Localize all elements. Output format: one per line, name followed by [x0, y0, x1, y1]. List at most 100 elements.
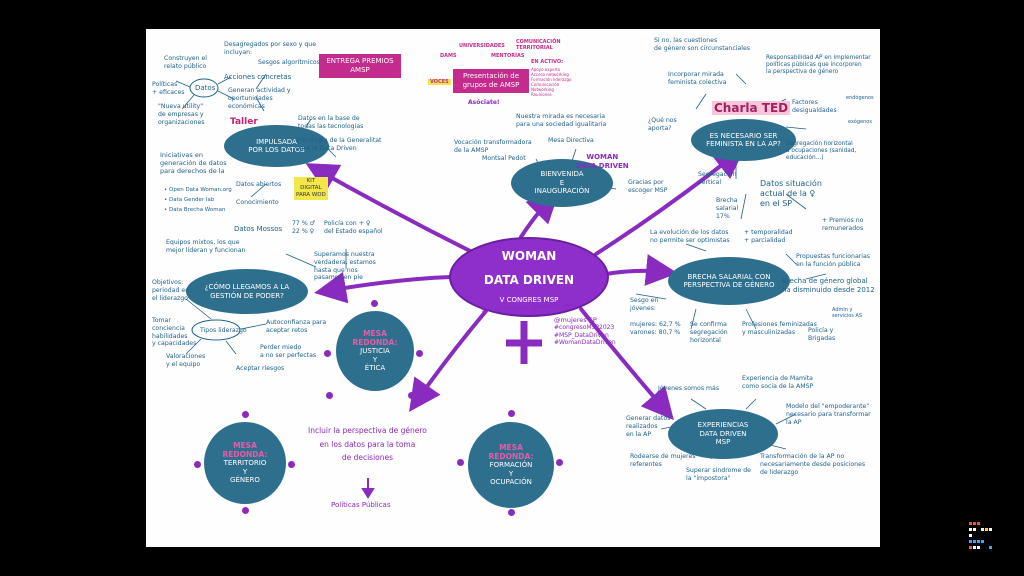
text-montsal: Montsal Pedot: [482, 155, 526, 162]
kit-tag: KIT DIGITAL PARA WDD: [294, 177, 328, 200]
venus-dot: [556, 459, 563, 466]
mesa-territorio-head: MESA REDONDA:: [222, 441, 268, 460]
text-brecha-global: Brecha de género global ha disminuido de…: [782, 277, 875, 294]
venus-dot: [242, 411, 249, 418]
channel-logo: [967, 520, 1001, 556]
mesa-formacion-head: MESA REDONDA:: [488, 443, 534, 462]
node-brecha: BRECHA SALARIAL CON PERSPECTIVA DE GÉNER…: [668, 257, 790, 305]
venus-dot: [242, 507, 249, 514]
hashtag-list: @mujeres SP #congresoMSP2023 #MSP_DataDr…: [554, 316, 616, 347]
text-jovenes: Jóvenes somos más: [658, 385, 720, 392]
text-policia-brig: Policía y Brigadas: [808, 327, 836, 342]
venus-dot: [326, 392, 333, 399]
text-perder: Perder miedo a no ser perfectas: [260, 344, 317, 359]
text-si-no: Si no, las cuestiones de género son circ…: [654, 37, 751, 52]
text-experiencia: Experiencia de Mamita como socia de la A…: [742, 375, 814, 390]
text-mirada: Nuestra mirada es necesaria para una soc…: [516, 113, 607, 128]
mesa-territorio: MESA REDONDA:TERRITORIO Y GÉNERO: [204, 422, 286, 504]
node-experiencias: EXPERIENCIAS DATA DRIVEN MSP: [668, 409, 778, 459]
venus-dot: [508, 410, 515, 417]
text-propuestas: Propuestas funcionarias en la función pú…: [796, 253, 871, 268]
center-title-line2: DATA DRIVEN: [483, 272, 575, 287]
hashtag-2: #congresoMSP2023: [554, 324, 615, 332]
mind-map-board: WOMAN DATA DRIVEN V CONGRES MSP 9 de mar…: [146, 29, 880, 547]
text-mossos-vals: 77 % ♂ 22 % ♀: [292, 220, 316, 235]
node-impulsada: IMPULSADA POR LOS DATOS: [224, 125, 329, 167]
center-title-line1: WOMAN: [501, 249, 557, 264]
text-init2: Data Gender lab: [164, 197, 214, 204]
text-incluir: Incluir la perspectiva de género en los …: [308, 426, 427, 462]
text-profesiones: Profesiones feminizadas y masculinizadas: [742, 321, 817, 336]
text-exogenos: exógenos: [848, 119, 872, 125]
text-endogenos: endógenos: [846, 95, 874, 101]
text-sesgo-joven: Sesgo en jóvenes:: [630, 297, 659, 312]
text-iniciativas: Iniciativas en generación de datos para …: [160, 151, 227, 176]
mesa-justicia: MESA REDONDA:JUSTICIA Y ÉTICA: [336, 311, 414, 391]
text-datos-base: Datos en la base de todas las tecnología…: [298, 115, 364, 130]
text-temporalidad: + temporalidad + parcialidad: [744, 229, 793, 244]
center-node: WOMAN DATA DRIVEN V CONGRES MSP: [449, 237, 609, 317]
taller-tag: Taller: [230, 117, 258, 127]
wdd-tag: WOMAN DATA DRIVEN: [576, 153, 629, 170]
presentacion-box: Presentación de grupos de AMSP: [453, 69, 529, 94]
text-policia: Policía con + ♀ del Estado español: [324, 220, 383, 235]
text-vocacion: Vocación transformadora de la AMSP: [454, 139, 532, 154]
text-tomar: Tomar conciencia habilidades y capacidad…: [152, 317, 197, 348]
text-se-confirma: Se confirma segregación horizontal: [690, 321, 728, 344]
venus-dot: [416, 350, 423, 357]
text-situacion: Datos situación actual de la ♀ en el SP: [760, 179, 822, 208]
text-politicas: Políticas + eficaces: [152, 81, 185, 96]
label-universidades: UNIVERSIDADES: [459, 43, 505, 49]
text-abiertos: Datos abiertos: [236, 181, 282, 188]
text-superar: Superar síndrome de la "impostora": [686, 467, 751, 482]
mesa-formacion-body: FORMACIÓN Y OCUPACIÓN: [489, 461, 533, 487]
text-generar: Generar datos realizados en la AP: [626, 415, 671, 438]
text-sesgos: Sesgos algorítmicos: [258, 59, 320, 66]
text-premios-remun: + Premios no remunerados: [822, 217, 864, 232]
label-activo-list: Apoyo experto Acceso networking Formació…: [531, 67, 572, 97]
text-desagregados: Desagregados por sexo y que incluyan:: [224, 41, 317, 56]
text-que-nos: ¿Qué nos aporta?: [648, 117, 677, 132]
text-init1: Open Data Woman.org: [164, 187, 232, 194]
venus-dot: [194, 461, 201, 468]
text-datos-mossos: Datos Mossos: [234, 225, 283, 233]
venus-dot: [324, 350, 331, 357]
text-superamos: Superamos nuestra verdadera, estamos has…: [314, 251, 376, 282]
mesa-territorio-body: TERRITORIO Y GÉNERO: [223, 459, 267, 485]
label-mentorias: MENTORÍAS: [491, 53, 525, 59]
text-acciones: Acciones concretas: [224, 73, 292, 81]
hashtag-3: #MSP_DataDriven: [554, 331, 609, 339]
text-conocimiento: Conocimiento: [236, 199, 279, 206]
charla-ted-tag: Charla TED: [712, 101, 791, 115]
text-incorporar: Incorporar mirada feminista colectiva: [668, 71, 727, 86]
text-autoconfianza: Autoconfianza para aceptar retos: [266, 319, 327, 334]
text-valoraciones: Valoraciones y el equipo: [166, 353, 206, 368]
venus-dot: [408, 392, 415, 399]
venus-dot: [457, 459, 464, 466]
text-segregacion-h: Segregación horizontal a ocupaciones (sa…: [786, 141, 857, 162]
premios-box: ENTREGA PREMIOS AMSP: [319, 54, 401, 79]
label-asociate: Asóciate!: [468, 99, 500, 106]
hashtag-4: #WomanDataDriven: [554, 339, 616, 347]
text-generan: Generan actividad y oportunidades económ…: [228, 87, 291, 110]
center-subtitle: V CONGRES MSP: [499, 296, 559, 305]
text-aceptar: Aceptar riesgos: [236, 365, 285, 372]
label-voces: VOCES: [428, 79, 451, 86]
text-responsabilidad: Responsabilidad AP en implementar políti…: [766, 55, 871, 76]
text-brecha-sal: Brecha salarial 17%: [716, 197, 739, 220]
text-modelo: Modelo del "empoderante" necesario para …: [786, 403, 871, 426]
text-equipos: Equipos mixtos, los que mejor lideran y …: [166, 239, 246, 254]
hashtag-1: @mujeres SP: [554, 316, 597, 324]
text-evolucion: La evolución de los datos no permite ser…: [650, 229, 730, 244]
text-objetivos: Objetivos: periodad en el liderazgo: [152, 279, 190, 302]
label-dams: DAMS: [440, 53, 457, 59]
text-rodearse: Rodearse de mujeres referentes: [630, 453, 696, 468]
mesa-justicia-head: MESA REDONDA:: [352, 329, 398, 348]
text-tipos: Tipos liderazgo: [200, 327, 247, 334]
text-admin: Admin y servicios AS: [832, 307, 863, 320]
text-vertical: Segregación vertical: [698, 171, 737, 186]
text-factores: Factores desigualdades: [792, 99, 837, 114]
label-en-activo: EN ACTIVO:: [531, 59, 564, 65]
node-poder: ¿CÓMO LLEGAMOS A LA GESTIÓN DE PODER?: [186, 269, 308, 314]
mesa-formacion: MESA REDONDA:FORMACIÓN Y OCUPACIÓN: [468, 422, 554, 508]
